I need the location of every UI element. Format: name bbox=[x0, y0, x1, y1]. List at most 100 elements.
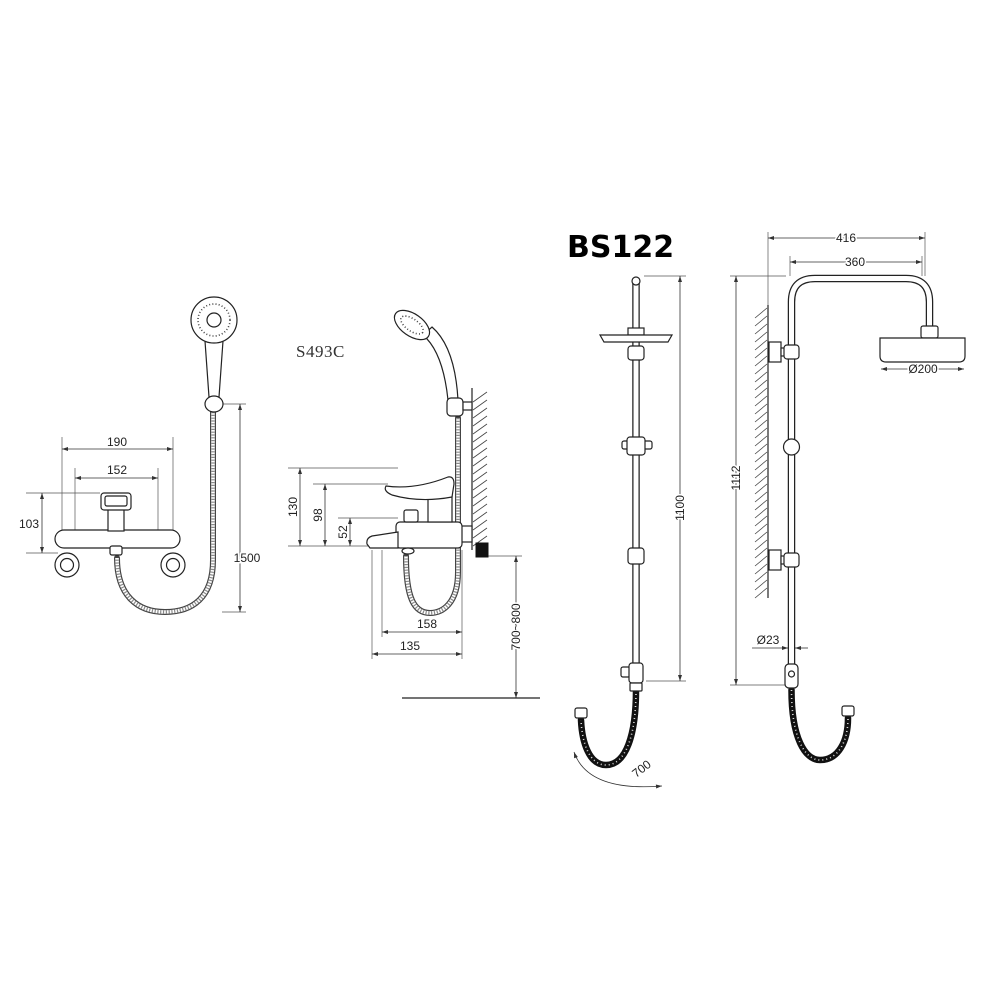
clamp-upper bbox=[783, 344, 800, 360]
side-hose-ribs bbox=[404, 418, 460, 615]
valve-body bbox=[395, 521, 463, 549]
slider-ring bbox=[782, 438, 801, 456]
wall-hatch-line bbox=[754, 539, 768, 551]
wall-bracket-upper bbox=[768, 341, 782, 363]
hose-length-arc bbox=[573, 751, 663, 788]
wall-hatch-line bbox=[472, 495, 488, 507]
dimension-arrowhead bbox=[298, 540, 302, 546]
dimension-arrowhead bbox=[795, 646, 801, 650]
dim-spout-height: 52 bbox=[336, 525, 350, 539]
bs122-side-view bbox=[767, 274, 966, 764]
wall-bracket-lower bbox=[768, 549, 782, 571]
dimension-arrowhead bbox=[348, 518, 352, 524]
dimension-arrowhead bbox=[916, 260, 922, 264]
left-flange-inner bbox=[59, 557, 75, 573]
mixer-body bbox=[54, 529, 181, 549]
wall-hatch-line bbox=[472, 511, 488, 523]
wall-hatch-line bbox=[754, 515, 768, 527]
labels: 190 152 103 1500 S493C 130 98 52 158 135… bbox=[17, 230, 939, 783]
wall-hatch-line bbox=[472, 399, 488, 411]
wall-hatch-line bbox=[472, 535, 488, 547]
hose-top-nut bbox=[629, 682, 643, 692]
dimension-arrowhead bbox=[958, 367, 964, 371]
bs122-front-view bbox=[574, 276, 674, 769]
dimension-arrowhead bbox=[323, 484, 327, 490]
side-hose-end-nut bbox=[841, 705, 855, 717]
head-connector bbox=[920, 325, 939, 339]
dim-valve-height: 98 bbox=[311, 508, 325, 522]
rail-clamp-upper bbox=[627, 345, 645, 361]
dimension-arrowhead bbox=[456, 630, 462, 634]
dimension-arrowhead bbox=[678, 276, 682, 282]
dim-hose-length: 1500 bbox=[234, 551, 261, 565]
spout-aerator bbox=[401, 547, 415, 555]
side-lever bbox=[384, 476, 455, 501]
s493c-side-view bbox=[366, 309, 540, 699]
wall-hatch-line bbox=[754, 323, 768, 335]
bs122-side-hose-braid bbox=[790, 689, 849, 761]
hand-shower-hose-inner bbox=[115, 412, 215, 614]
rail-and-arm-inner bbox=[789, 276, 932, 676]
wall-hatch-line bbox=[472, 391, 488, 403]
dimension-arrowhead bbox=[152, 476, 158, 480]
dim-hose-length-bs122: 700 bbox=[629, 757, 654, 781]
wall-hatch-line bbox=[754, 563, 768, 575]
wall-hatch-line bbox=[754, 379, 768, 391]
dimension-arrowhead bbox=[768, 236, 774, 240]
wall-hatch-line bbox=[472, 527, 488, 539]
wall-hatch-line bbox=[472, 519, 488, 531]
dim-total-height: 1112 bbox=[729, 465, 743, 490]
dim-rail-height: 1100 bbox=[673, 495, 687, 521]
side-hand-shower-head bbox=[393, 309, 431, 341]
dim-rail-diameter: Ø23 bbox=[757, 633, 780, 647]
wall-hatch-line bbox=[754, 387, 768, 399]
model-label-s493c: S493C bbox=[296, 342, 345, 361]
wall-hatch-line bbox=[754, 507, 768, 519]
wall-hatch-line bbox=[472, 479, 488, 491]
model-label-bs122: BS122 bbox=[567, 230, 674, 265]
hand-shower-holder bbox=[204, 395, 224, 413]
wall-hatch-line bbox=[754, 483, 768, 495]
spout bbox=[366, 531, 399, 549]
wall-hatch-line bbox=[754, 499, 768, 511]
wall-hatch-line bbox=[754, 459, 768, 471]
wall-hatch-line bbox=[472, 407, 488, 419]
wall-hatch-line bbox=[754, 419, 768, 431]
wall-hatch-line bbox=[754, 451, 768, 463]
dimension-arrowhead bbox=[655, 784, 662, 789]
lever-base bbox=[107, 507, 125, 532]
right-wall-flange bbox=[160, 552, 186, 578]
dimension-arrowhead bbox=[574, 752, 578, 759]
wall-hatch-line bbox=[754, 411, 768, 423]
wall-hatch-line bbox=[472, 503, 488, 515]
dim-valve-depth: 158 bbox=[417, 617, 437, 631]
dimension-arrowhead bbox=[238, 606, 242, 612]
dimension-arrowhead bbox=[372, 652, 378, 656]
dimension-arrowhead bbox=[298, 468, 302, 474]
left-wall-flange bbox=[54, 552, 80, 578]
dim-body-height: 103 bbox=[19, 517, 39, 531]
wall-hatch-line bbox=[472, 487, 488, 499]
wall-hatch-line bbox=[754, 579, 768, 591]
wall-hatch-line bbox=[472, 463, 488, 475]
dim-connector-spacing: 152 bbox=[107, 463, 127, 477]
s493c-front-view bbox=[54, 296, 238, 616]
dimension-arrowhead bbox=[238, 404, 242, 410]
diverter-knob bbox=[109, 545, 123, 556]
dimension-arrowhead bbox=[167, 447, 173, 451]
wall-hatch-line bbox=[472, 415, 488, 427]
wall-hatch-line bbox=[472, 431, 488, 443]
dim-overall-width: 190 bbox=[107, 435, 127, 449]
slider-body bbox=[626, 436, 646, 456]
wall-hatch-line bbox=[754, 443, 768, 455]
wall-hatch-line bbox=[754, 355, 768, 367]
dimension-arrowhead bbox=[40, 547, 44, 553]
side-spray-face bbox=[400, 315, 424, 335]
dimension-arrowhead bbox=[734, 679, 738, 685]
side-rain-head bbox=[879, 337, 966, 363]
wall-hatch-line bbox=[754, 347, 768, 359]
wall-hatch-line bbox=[754, 491, 768, 503]
wall-hatch-line bbox=[754, 339, 768, 351]
wall-hatch-line bbox=[754, 555, 768, 567]
